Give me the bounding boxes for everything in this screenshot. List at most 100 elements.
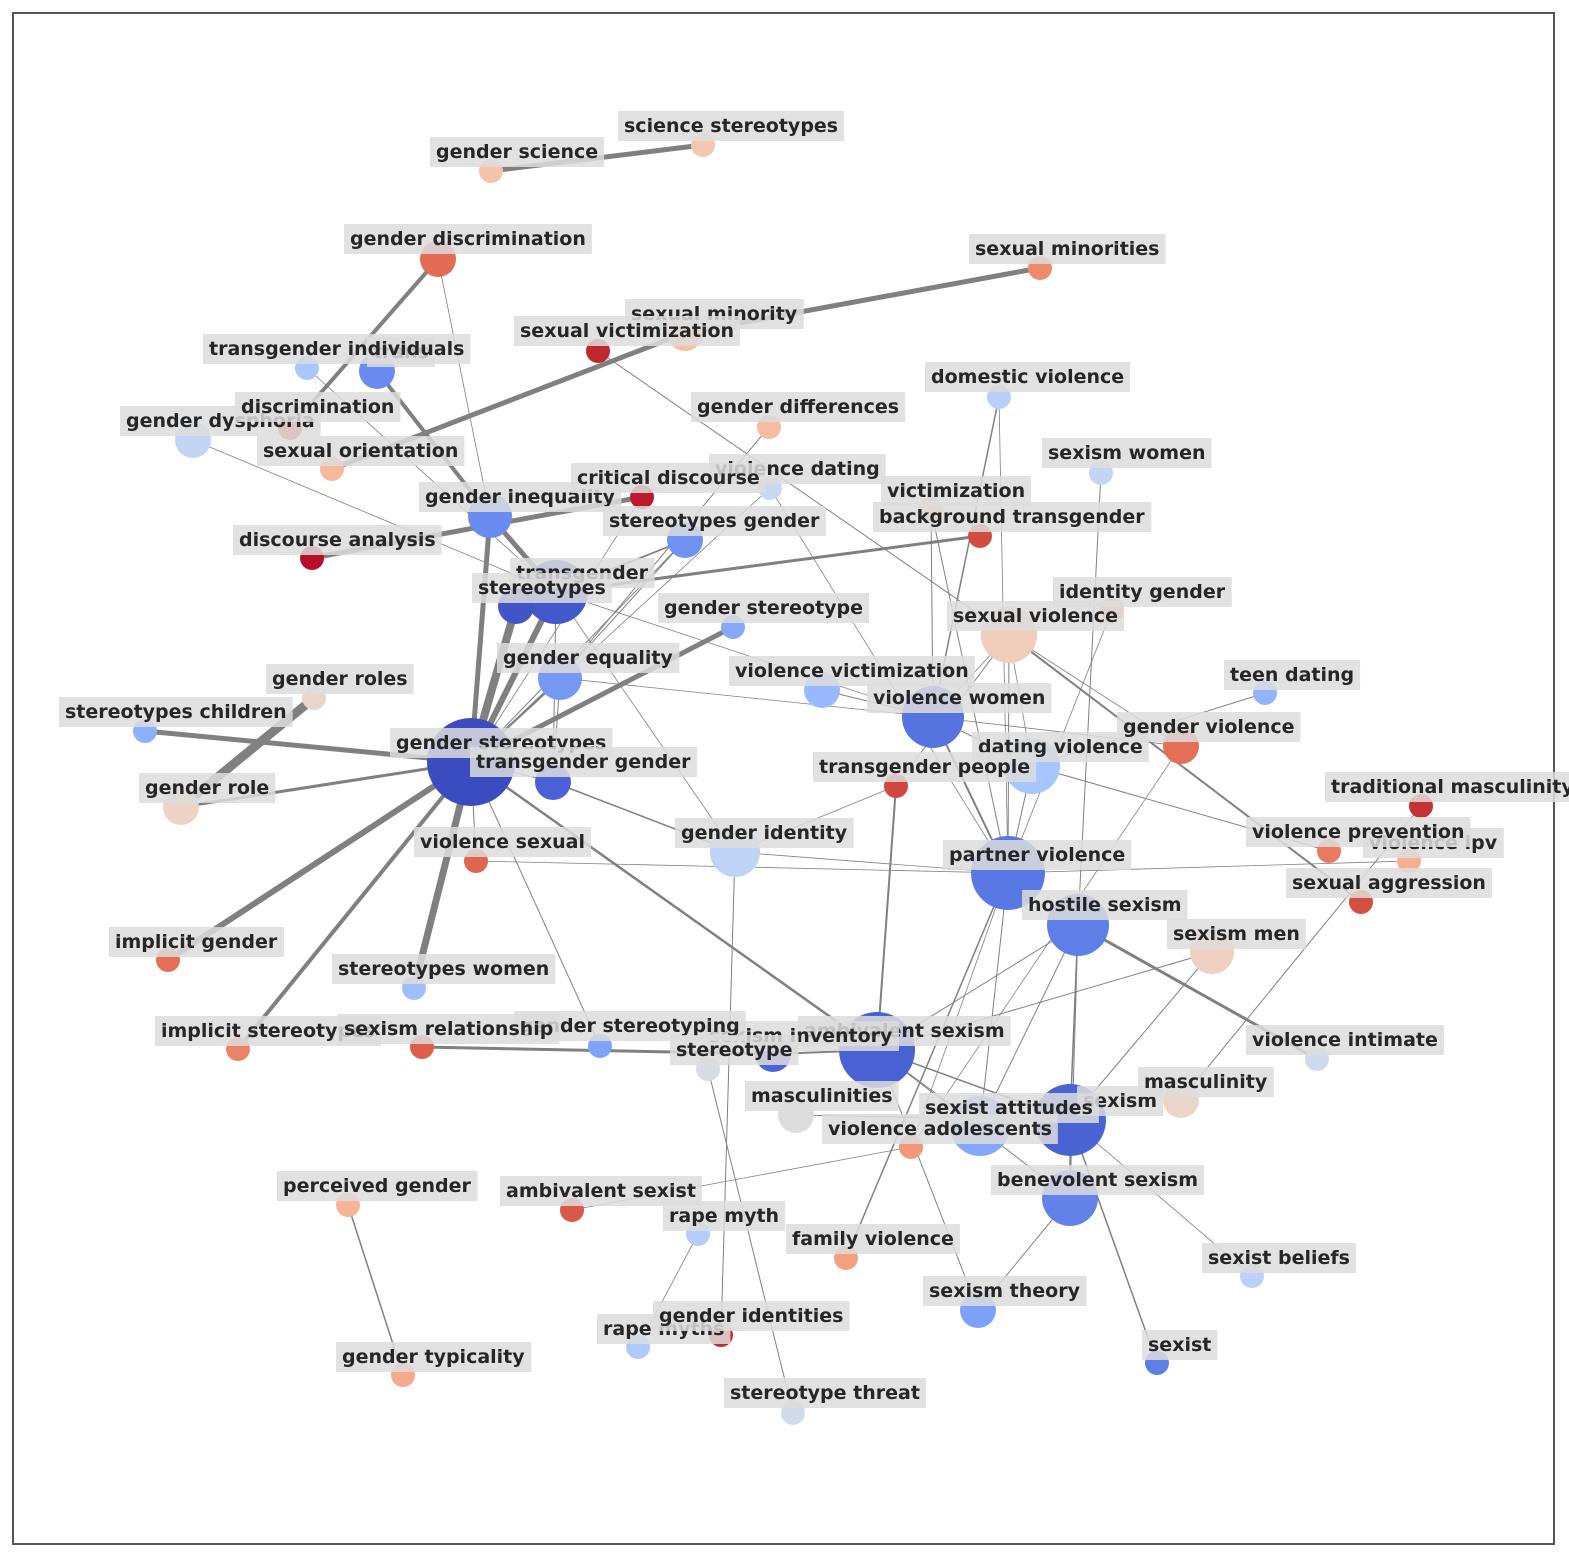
node-label-bg-gender-science xyxy=(430,137,605,167)
node-label-text-sexist: sexist xyxy=(1148,1334,1211,1356)
node-label-text-domestic-violence: domestic violence xyxy=(931,366,1124,388)
node-label-traditional-masculinity: traditional masculinity xyxy=(1325,772,1569,802)
node-label-identity-gender: identity gender xyxy=(1053,577,1232,607)
edge-gender-stereotypes--ambivalent-sexism xyxy=(470,760,878,1052)
node-label-text-family-violence: family violence xyxy=(792,1228,954,1250)
node-label-text-gender-inequality: gender inequality xyxy=(425,486,615,508)
node-label-bg-gender-discrimination xyxy=(344,224,592,254)
node-label-bg-science-stereotypes xyxy=(618,111,845,141)
node-label-gender-roles: gender roles xyxy=(266,664,414,694)
node-label-stereotypes-women: stereotypes women xyxy=(332,954,556,984)
node-label-text-violence-women: violence women xyxy=(873,687,1045,709)
node-label-sexism-women: sexism women xyxy=(1042,438,1212,468)
node-label-stereotype: stereotype xyxy=(670,1035,799,1065)
node-label-text-discourse-analysis: discourse analysis xyxy=(239,529,436,551)
node-label-text-sexism-theory: sexism theory xyxy=(929,1280,1081,1302)
edge-transgender-people--ambivalent-sexism xyxy=(876,785,897,1051)
node-label-text-gender-violence: gender violence xyxy=(1123,716,1295,738)
node-label-text-gender-stereotype: gender stereotype xyxy=(664,597,863,619)
node-label-sexual-violence: sexual violence xyxy=(947,601,1124,631)
node-label-discrimination: discrimination xyxy=(235,392,401,422)
node-label-text-rape-myth: rape myth xyxy=(669,1205,779,1227)
node-label-discourse-analysis: discourse analysis xyxy=(233,525,442,555)
node-label-bg-hostile-sexism xyxy=(1022,890,1188,920)
node-label-bg-violence-women xyxy=(867,683,1052,713)
node-label-text-stereotype-threat: stereotype threat xyxy=(730,1382,920,1404)
node-label-gender-role: gender role xyxy=(139,773,276,803)
node-label-hostile-sexism: hostile sexism xyxy=(1022,890,1188,920)
node-label-violence-prevention: violence prevention xyxy=(1246,817,1471,847)
node-label-gender-stereotype: gender stereotype xyxy=(658,593,870,623)
node-label-bg-identity-gender xyxy=(1053,577,1232,607)
node-label-bg-ambivalent-sexist xyxy=(500,1176,702,1206)
node-label-bg-violence-adolescents xyxy=(822,1114,1058,1144)
node-label-bg-gender-typicality xyxy=(336,1342,532,1372)
node-label-bg-gender-violence xyxy=(1117,712,1301,742)
node-label-text-critical-discourse: critical discourse xyxy=(577,467,760,489)
node-label-bg-violence-prevention xyxy=(1246,817,1471,847)
node-label-violence-women: violence women xyxy=(867,683,1052,713)
node-label-bg-gender-roles xyxy=(266,664,414,694)
node-label-stereotype-threat: stereotype threat xyxy=(724,1378,926,1408)
node-label-text-violence-victimization: violence victimization xyxy=(735,660,969,682)
node-label-benevolent-sexism: benevolent sexism xyxy=(991,1165,1205,1195)
node-label-bg-sexism-women xyxy=(1042,438,1212,468)
node-label-text-implicit-stereotypes: implicit stereotypes xyxy=(161,1020,375,1042)
edge-partner-violence--sexist-attitudes xyxy=(979,872,1009,1127)
node-label-bg-discrimination xyxy=(235,392,401,422)
node-label-bg-masculinity xyxy=(1138,1067,1274,1097)
node-label-bg-background-transgender xyxy=(873,502,1152,532)
node-label-bg-sexual-minorities xyxy=(969,234,1166,264)
node-label-bg-gender-identity xyxy=(675,818,854,848)
node-label-text-gender-role: gender role xyxy=(145,777,269,799)
node-label-text-gender-identity: gender identity xyxy=(681,822,848,844)
node-label-sexist-beliefs: sexist beliefs xyxy=(1202,1243,1356,1273)
node-label-bg-traditional-masculinity xyxy=(1325,772,1569,802)
node-label-science-stereotypes: science stereotypes xyxy=(618,111,845,141)
node-label-sexist: sexist xyxy=(1142,1330,1218,1360)
node-label-text-gender-science: gender science xyxy=(436,141,598,163)
node-label-text-ambivalent-sexist: ambivalent sexist xyxy=(506,1180,696,1202)
edge-gender-stereotypes--critical-discourse xyxy=(470,496,643,763)
node-label-bg-partner-violence xyxy=(943,840,1132,870)
edge-partner-violence--family-violence xyxy=(845,872,1009,1259)
node-label-text-sexual-aggression: sexual aggression xyxy=(1292,872,1486,894)
node-label-text-sexism-men: sexism men xyxy=(1173,923,1300,945)
node-label-text-sexism-relationship: sexism relationship xyxy=(344,1018,553,1040)
edge-gender-identity--gender-identities xyxy=(720,851,736,1336)
node-label-perceived-gender: perceived gender xyxy=(277,1171,478,1201)
node-label-text-sexist-attitudes: sexist attitudes xyxy=(925,1097,1093,1119)
edge-transgender--gender-identity xyxy=(555,591,736,853)
node-label-sexism-theory: sexism theory xyxy=(923,1276,1087,1306)
edge-gender-stereotypes--gender-stereotyping xyxy=(470,761,601,1047)
node-label-sexual-victimization: sexual victimization xyxy=(514,316,741,346)
node-label-violence-adolescents: violence adolescents xyxy=(822,1114,1058,1144)
node-label-sexual-minorities: sexual minorities xyxy=(969,234,1166,264)
node-label-text-hostile-sexism: hostile sexism xyxy=(1028,894,1182,916)
node-label-bg-sexist xyxy=(1142,1330,1218,1360)
node-label-text-victimization: victimization xyxy=(887,480,1025,502)
node-label-partner-violence: partner violence xyxy=(943,840,1132,870)
node-label-text-stereotypes-gender: stereotypes gender xyxy=(609,510,820,532)
node-label-bg-sexual-victimization xyxy=(514,316,741,346)
node-label-sexism-relationship: sexism relationship xyxy=(338,1014,560,1044)
edge-gender-inequality--gender-discrimination xyxy=(437,258,491,517)
node-label-bg-gender-role xyxy=(139,773,276,803)
node-label-text-stereotype: stereotype xyxy=(676,1039,793,1061)
node-label-violence-intimate: violence intimate xyxy=(1246,1025,1444,1055)
edge-sexism--sexist xyxy=(1069,1119,1158,1364)
node-label-text-masculinities: masculinities xyxy=(751,1085,893,1107)
node-label-domestic-violence: domestic violence xyxy=(925,362,1131,392)
node-label-bg-teen-dating xyxy=(1224,660,1361,690)
node-label-gender-equality: gender equality xyxy=(497,643,680,673)
node-label-text-violence-intimate: violence intimate xyxy=(1252,1029,1438,1051)
node-label-bg-gender-differences xyxy=(691,392,906,422)
node-label-text-sexist-beliefs: sexist beliefs xyxy=(1208,1247,1350,1269)
node-label-implicit-gender: implicit gender xyxy=(109,927,284,957)
node-label-violence-sexual: violence sexual xyxy=(414,827,591,857)
node-label-bg-benevolent-sexism xyxy=(991,1165,1205,1195)
node-label-text-gender-identities: gender identities xyxy=(659,1305,843,1327)
node-label-victimization: victimization xyxy=(881,476,1032,506)
node-label-stereotypes-gender: stereotypes gender xyxy=(603,506,826,536)
node-label-bg-transgender-gender xyxy=(470,747,698,777)
